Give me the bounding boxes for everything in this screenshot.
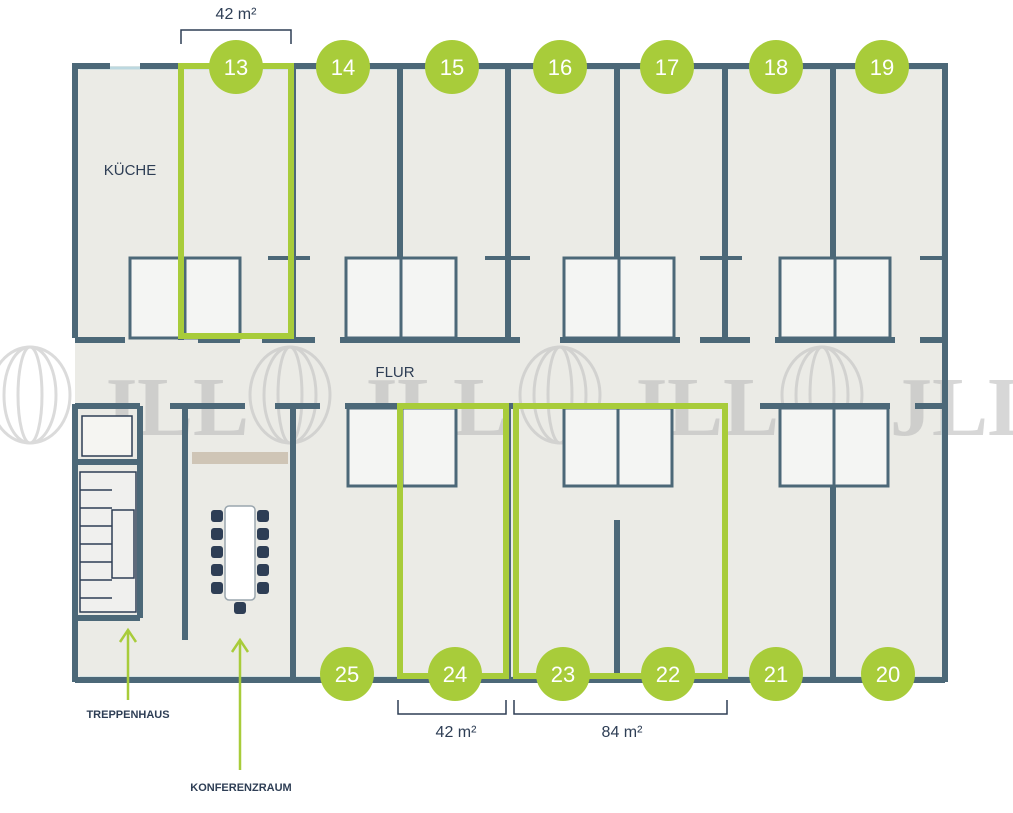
stairs-label: TREPPENHAUS	[86, 709, 169, 721]
office-badge-circle-23	[536, 647, 590, 701]
leader-arrows	[118, 627, 250, 770]
conference-table	[192, 452, 288, 614]
office-number-14: 14	[331, 55, 355, 80]
office-number-badges: 13 14 15 16 17 18 19 25 24 23 22 21 20	[209, 40, 915, 701]
hall-label: FLUR	[375, 364, 414, 381]
watermark-text: JLL	[890, 361, 1013, 454]
office-badge-circle-25	[320, 647, 374, 701]
office-number-13: 13	[224, 55, 248, 80]
office-badge-circle-20	[861, 647, 915, 701]
washrooms	[128, 256, 892, 488]
area-label-top: 42 m²	[216, 6, 258, 23]
office-badge-circle-17	[640, 40, 694, 94]
office-number-21: 21	[764, 662, 788, 687]
office-badge-circle-16	[533, 40, 587, 94]
office-number-25: 25	[335, 662, 359, 687]
office-number-23: 23	[551, 662, 575, 687]
office-number-17: 17	[655, 55, 679, 80]
watermark	[0, 345, 864, 445]
office-number-15: 15	[440, 55, 464, 80]
conference-label: KONFERENZRAUM	[190, 782, 291, 794]
staircase	[79, 415, 137, 613]
office-number-18: 18	[764, 55, 788, 80]
unit-22-23-outline	[513, 403, 728, 679]
office-number-20: 20	[876, 662, 900, 687]
office-badge-circle-24	[428, 647, 482, 701]
office-badge-circle-18	[749, 40, 803, 94]
dimension-brackets	[180, 29, 728, 715]
office-number-22: 22	[656, 662, 680, 687]
office-badge-circle-22	[641, 647, 695, 701]
office-badge-circle-13	[209, 40, 263, 94]
office-badge-circle-21	[749, 647, 803, 701]
area-label-bottom-right: 84 m²	[602, 724, 644, 741]
office-number-16: 16	[548, 55, 572, 80]
office-number-19: 19	[870, 55, 894, 80]
office-badge-circle-19	[855, 40, 909, 94]
kitchen-label: KÜCHE	[104, 161, 157, 179]
office-badge-circle-15	[425, 40, 479, 94]
area-label-bottom-left: 42 m²	[436, 724, 478, 741]
office-number-24: 24	[443, 662, 467, 687]
office-badge-circle-14	[316, 40, 370, 94]
